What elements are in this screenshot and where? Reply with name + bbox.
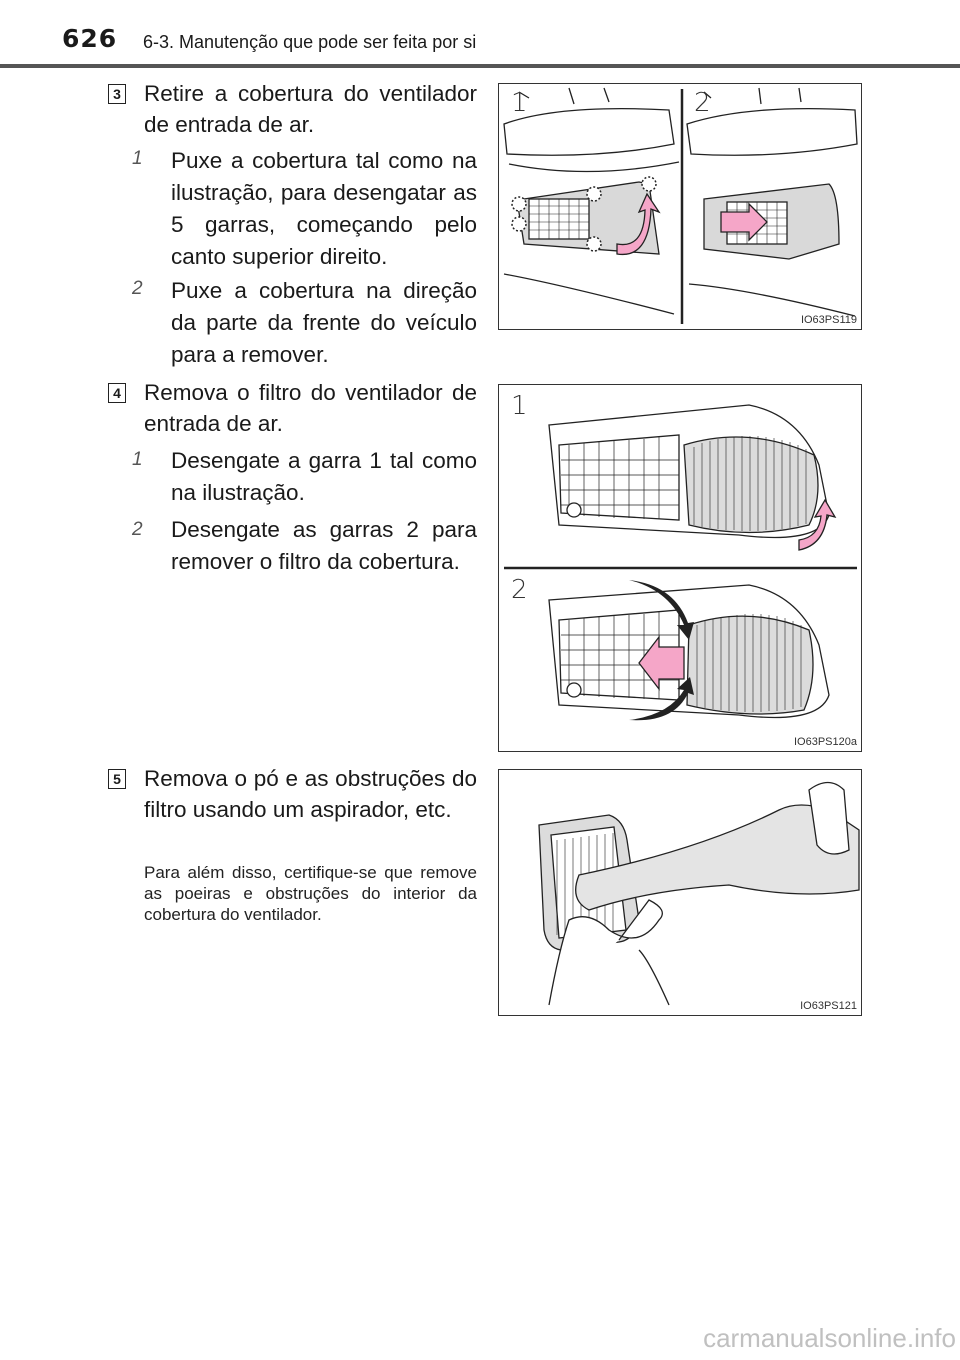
substep-number: 1 (132, 449, 143, 470)
step-3-substep-2-text: Puxe a cobertura na direção da parte da … (171, 278, 477, 367)
substep-number: 1 (132, 148, 143, 169)
figure-label-2: 2 (511, 575, 528, 605)
header-rule (0, 64, 960, 68)
step-4-text: Remova o filtro do ventilador de entrada… (144, 380, 477, 436)
section-title: 6-3. Manutenção que pode ser feita por s… (143, 32, 477, 52)
figure-label-2: 2 (694, 88, 711, 118)
figure-remove-cover: 1 2 IO63PS119 (498, 83, 862, 330)
figure-code: IO63PS121 (800, 1000, 857, 1012)
step-5-text: Remova o pó e as obstruções do filtro us… (144, 766, 477, 822)
page-number: 626 (62, 24, 118, 53)
watermark: carmanualsonline.info (703, 1323, 956, 1353)
figure-code: IO63PS119 (800, 314, 857, 326)
step-4-substep-1-text: Desengate a garra 1 tal como na ilustraç… (171, 448, 477, 505)
illustration-cover-removal (503, 87, 858, 324)
substep-number: 2 (132, 519, 143, 540)
step-number-3: 3 (108, 84, 126, 104)
figure-vacuum-filter: IO63PS121 (498, 769, 862, 1016)
step-4-substep-2-text: Desengate as garras 2 para remover o fil… (171, 517, 477, 574)
figure-label-1: 1 (511, 391, 528, 421)
figure-label-1: 1 (511, 88, 528, 118)
step-number-5: 5 (108, 769, 126, 789)
illustration-vacuum (538, 781, 860, 1006)
substep-number: 2 (132, 278, 143, 299)
step-3-text: Retire a cobertura do ventilador de entr… (144, 81, 477, 137)
step-3-substep-1-text: Puxe a cobertura tal como na ilustração,… (171, 148, 477, 269)
figure-code: IO63PS120a (794, 736, 857, 748)
illustration-filter-removal (504, 404, 857, 721)
step-number-4: 4 (108, 383, 126, 403)
figure-remove-filter: 1 2 IO63PS120a (498, 384, 862, 752)
step-5-note: Para além disso, certifique-se que remov… (144, 863, 477, 924)
